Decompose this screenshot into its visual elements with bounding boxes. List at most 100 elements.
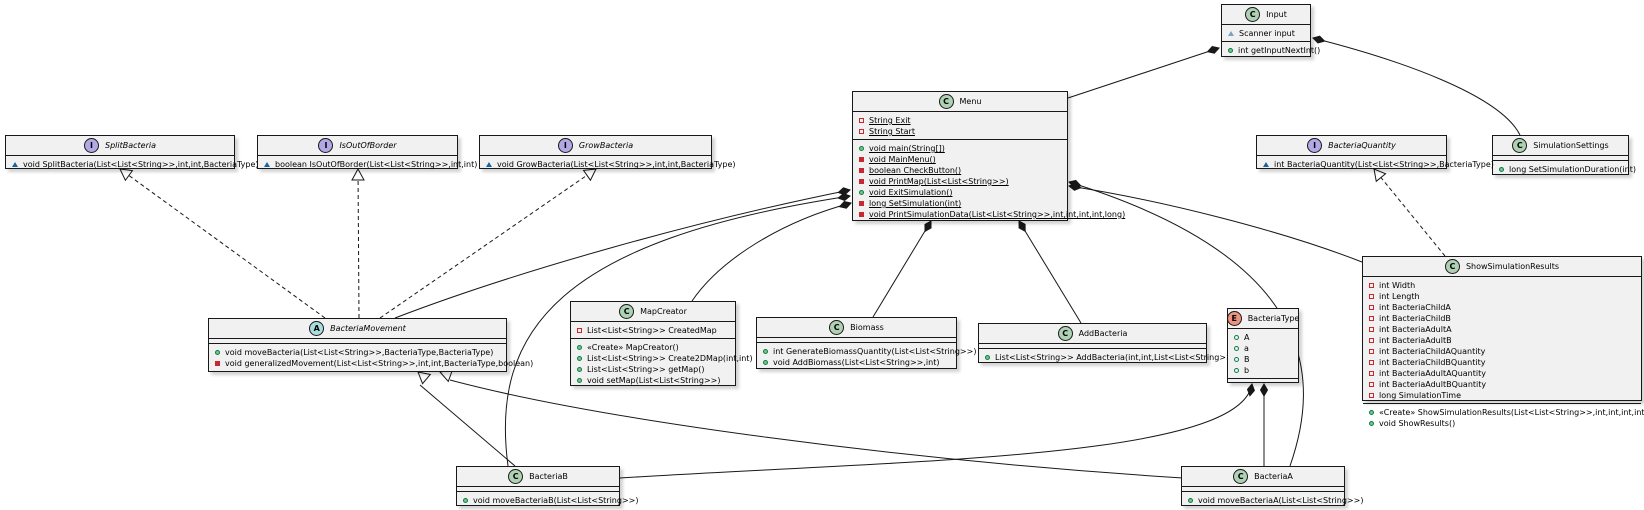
member-text: a [1244, 344, 1249, 353]
visibility-fld-icon [1234, 368, 1239, 373]
visibility-priv-icon [215, 361, 220, 366]
visibility-pub-icon [463, 498, 468, 503]
visibility-priv-icon [859, 212, 864, 217]
visibility-fld-icon [1234, 335, 1239, 340]
realization-arrowhead [1373, 168, 1387, 183]
stereotype-c-icon: C [508, 469, 524, 484]
stereotype-c-icon: C [1233, 469, 1249, 484]
fields-section: void GrowBacteria(List<List<String>>,int… [480, 156, 736, 172]
member-row: Scanner input [1222, 28, 1310, 39]
member-text: String Exit [869, 116, 911, 125]
member-text: int BacteriaChildB [1379, 314, 1451, 323]
member-row: int getInputNextInt() [1222, 45, 1320, 56]
relation-composition [394, 189, 851, 319]
member-text: «Create» MapCreator() [587, 343, 679, 352]
member-row: «Create» ShowSimulationResults(List<List… [1363, 407, 1644, 418]
member-text: long SimulationTime [1379, 391, 1461, 400]
visibility-privh-icon [1369, 382, 1374, 387]
member-row: long SetSimulationDuration(int) [1493, 164, 1636, 175]
fields-section: List<List<String>> CreatedMap [571, 322, 735, 339]
visibility-privh-icon [859, 118, 864, 123]
member-row: b [1228, 365, 1298, 376]
fields-section [1182, 487, 1344, 492]
visibility-privh-icon [1369, 294, 1374, 299]
member-row: List<List<String>> Create2DMap(int,int) [571, 353, 753, 364]
member-text: int getInputNextInt() [1238, 46, 1321, 55]
stereotype-c-icon: C [829, 320, 845, 335]
methods-section: «Create» MapCreator()List<List<String>> … [571, 339, 753, 388]
fields-section: void SplitBacteria(List<List<String>>,in… [6, 156, 259, 172]
member-row: void ShowResults() [1363, 418, 1641, 429]
methods-section: List<List<String>> AddBacteria(int,int,L… [979, 349, 1236, 365]
stereotype-c-icon: C [1512, 138, 1528, 153]
member-row: B [1228, 354, 1298, 365]
visibility-privh-icon [1369, 349, 1374, 354]
visibility-pkg-icon [486, 162, 492, 167]
member-row: void setMap(List<List<String>>) [571, 375, 735, 386]
composition-diamond [1246, 383, 1255, 397]
relation-realization [357, 168, 360, 319]
member-row: long SimulationTime [1363, 390, 1641, 401]
stereotype-c-icon: C [1444, 259, 1460, 274]
visibility-pub-icon [859, 146, 864, 151]
member-row: void SplitBacteria(List<List<String>>,in… [6, 159, 259, 170]
member-row: List<List<String>> getMap() [571, 364, 735, 375]
member-row: String Exit [853, 115, 1067, 126]
member-text: int Length [1379, 292, 1420, 301]
member-row: int BacteriaChildBQuantity [1363, 357, 1641, 368]
class-name: BacteriaMovement [330, 324, 406, 333]
member-text: long SetSimulationDuration(int) [1509, 165, 1636, 174]
member-row: int BacteriaAdultBQuantity [1363, 379, 1641, 390]
methods-section: int GenerateBiomassQuantity(List<List<St… [757, 343, 976, 370]
fields-section [209, 339, 506, 344]
member-text: void moveBacteria(List<List<String>>,Bac… [225, 348, 494, 357]
member-text: void PrintMap(List<List<String>>) [869, 177, 1009, 186]
member-text: List<List<String>> CreatedMap [587, 326, 717, 335]
visibility-fld-icon [1234, 346, 1239, 351]
member-text: void setMap(List<List<String>>) [587, 376, 721, 385]
visibility-pkg-icon [264, 162, 270, 167]
member-row: a [1228, 343, 1298, 354]
member-row: void MainMenu() [853, 154, 1067, 165]
methods-section: int getInputNextInt() [1222, 42, 1320, 58]
fields-section [979, 344, 1206, 349]
composition-diamond [837, 193, 851, 202]
realization-arrowhead [582, 168, 597, 182]
stereotype-c-icon: C [1057, 326, 1073, 341]
visibility-pub-icon [577, 345, 582, 350]
member-row: int BacteriaAdultA [1363, 324, 1641, 335]
relation-composition [1067, 47, 1220, 99]
visibility-pub-icon [1369, 410, 1374, 415]
visibility-priv-icon [859, 168, 864, 173]
member-text: Scanner input [1239, 29, 1295, 38]
visibility-privh-icon [1369, 371, 1374, 376]
member-text: void ExitSimulation() [869, 188, 953, 197]
relation-inheritance [449, 379, 1184, 479]
member-row: boolean IsOutOfBorder(List<List<String>>… [258, 159, 477, 170]
methods-section: void moveBacteriaB(List<List<String>>) [457, 492, 638, 508]
member-text: void SplitBacteria(List<List<String>>,in… [23, 160, 259, 169]
member-text: void GrowBacteria(List<List<String>>,int… [497, 160, 736, 169]
visibility-privh-icon [1369, 360, 1374, 365]
